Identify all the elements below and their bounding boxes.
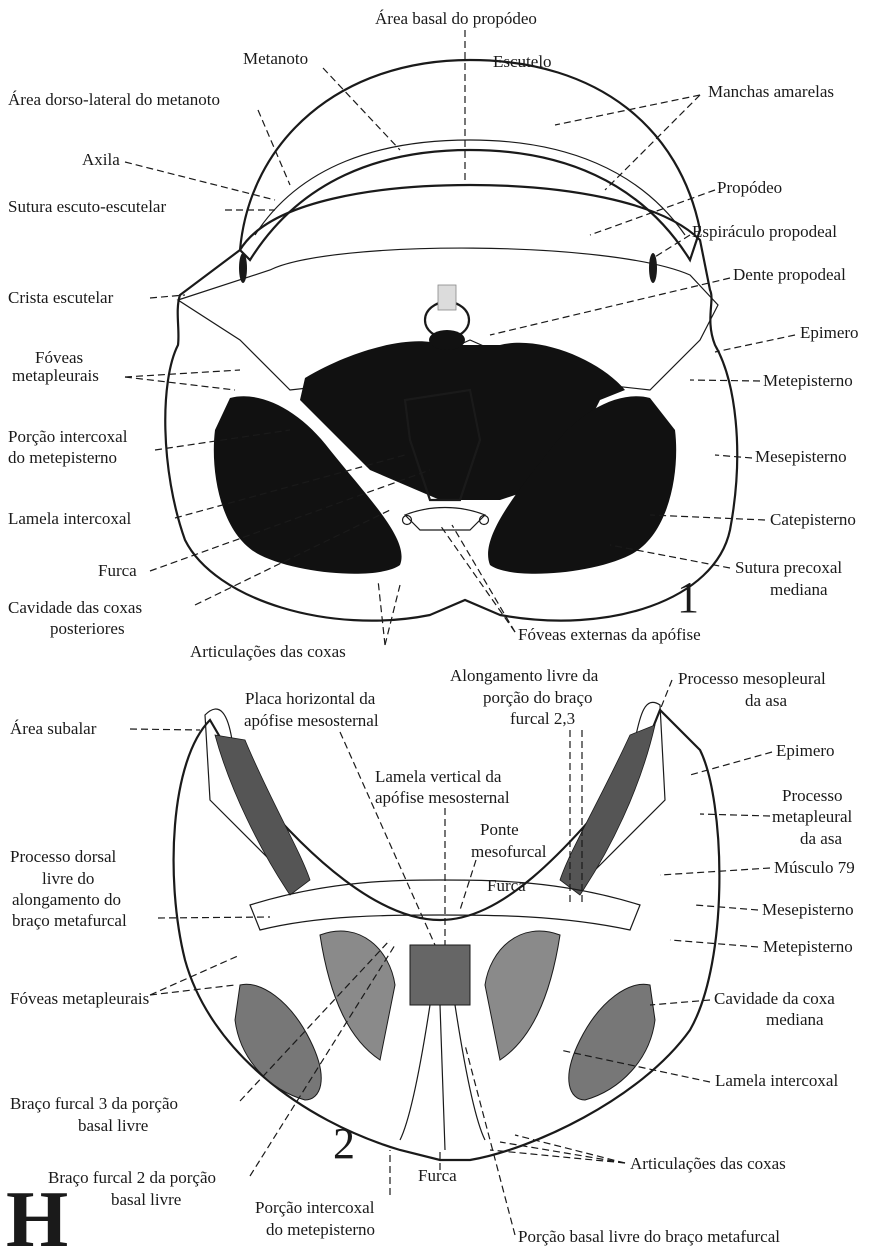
escutelo-dome (240, 60, 700, 260)
label-processo-meso-a: Processo mesopleural (678, 669, 826, 688)
label-processo-dorsal-d: braço metafurcal (12, 911, 127, 930)
label-processo-dorsal-c: alongamento do (12, 890, 121, 909)
label-braco3-b: basal livre (78, 1116, 148, 1135)
label-manchas-amarelas: Manchas amarelas (708, 82, 834, 101)
label-porcao-2b: do metepisterno (266, 1220, 375, 1239)
label-porcao-1b: do metepisterno (8, 448, 117, 467)
label-sutura-escuto: Sutura escuto-escutelar (8, 197, 166, 216)
label-propodeo: Propódeo (717, 178, 782, 197)
label-alongamento-a: Alongamento livre da (450, 666, 599, 685)
articulacao-right (480, 516, 489, 525)
furca-stem (400, 1005, 485, 1150)
label-mesepisterno-2: Mesepisterno (762, 900, 854, 919)
label-placa-a: Placa horizontal da (245, 689, 376, 708)
label-articulacoes-1: Articulações das coxas (190, 642, 346, 661)
dente-propodeal-stalk (438, 285, 456, 310)
label-furca-top: Furca (487, 876, 526, 895)
musculo-left (215, 735, 310, 895)
dente-propodeal-core (429, 330, 465, 350)
label-porcao-basal: Porção basal livre do braço metafurcal (518, 1227, 780, 1246)
label-musculo: Músculo 79 (774, 858, 855, 877)
figure-number-1: 1 (677, 573, 699, 622)
label-cavidade-1a: Cavidade das coxas (8, 598, 142, 617)
label-alongamento-c: furcal 2,3 (510, 709, 575, 728)
label-crista: Crista escutelar (8, 288, 114, 307)
label-placa-b: apófise mesosternal (244, 711, 379, 730)
label-processo-meta-b: metapleural (772, 807, 853, 826)
label-cavidade-2a: Cavidade da coxa (714, 989, 835, 1008)
label-processo-meso-b: da asa (745, 691, 787, 710)
label-catepisterno: Catepisterno (770, 510, 856, 529)
braco-furcal-left (320, 931, 395, 1060)
label-epimero-1: Epimero (800, 323, 859, 342)
label-foveas-externas: Fóveas externas da apófise (518, 625, 701, 644)
espiraculo-right (649, 253, 657, 283)
label-ponte-b: mesofurcal (471, 842, 547, 861)
label-foveas-1b: metapleurais (12, 366, 99, 385)
label-furca-1: Furca (98, 561, 137, 580)
cavidade-coxa-2-right (569, 984, 655, 1100)
label-porcao-2a: Porção intercoxal (255, 1198, 375, 1217)
lamela-1 (405, 508, 485, 531)
label-sutura-precoxal-a: Sutura precoxal (735, 558, 842, 577)
label-braco2-a: Braço furcal 2 da porção (48, 1168, 216, 1187)
label-foveas-2: Fóveas metapleurais (10, 989, 149, 1008)
label-processo-dorsal-a: Processo dorsal (10, 847, 117, 866)
label-cavidade-2b: mediana (766, 1010, 824, 1029)
musculo-right (560, 725, 655, 895)
figure-number-2: 2 (333, 1119, 355, 1168)
label-dente: Dente propodeal (733, 265, 846, 284)
label-cavidade-1b: posteriores (50, 619, 125, 638)
label-area-dorso-lateral: Área dorso-lateral do metanoto (8, 90, 220, 109)
braco-furcal-right (485, 931, 560, 1060)
label-metepisterno-1: Metepisterno (763, 371, 853, 390)
label-epimero-2: Epimero (776, 741, 835, 760)
label-lamela-vertical-a: Lamela vertical da (375, 767, 502, 786)
label-foveas-1a: Fóveas (35, 348, 83, 367)
label-metepisterno-2: Metepisterno (763, 937, 853, 956)
label-area-subalar: Área subalar (10, 719, 97, 738)
label-escutelo: Escutelo (493, 52, 552, 71)
label-processo-meta-c: da asa (800, 829, 842, 848)
label-alongamento-b: porção do braço (483, 688, 593, 707)
label-metanoto: Metanoto (243, 49, 308, 68)
plate-letter: H (6, 1176, 68, 1249)
espiraculo-left (239, 253, 247, 283)
label-sutura-precoxal-b: mediana (770, 580, 828, 599)
label-articulacoes-2: Articulações das coxas (630, 1154, 786, 1173)
label-furca-bottom: Furca (418, 1166, 457, 1185)
label-espiraculo: Espiráculo propodeal (692, 222, 837, 241)
label-processo-meta-a: Processo (782, 786, 842, 805)
label-braco2-b: basal livre (111, 1190, 181, 1209)
label-lamela-2: Lamela intercoxal (715, 1071, 838, 1090)
label-mesepisterno-1: Mesepisterno (755, 447, 847, 466)
label-ponte-a: Ponte (480, 820, 519, 839)
label-axila: Axila (82, 150, 120, 169)
label-porcao-1a: Porção intercoxal (8, 427, 128, 446)
label-lamela-1: Lamela intercoxal (8, 509, 131, 528)
lamela-vertical (410, 945, 470, 1005)
label-processo-dorsal-b: livre do (42, 869, 94, 888)
label-braco3-a: Braço furcal 3 da porção (10, 1094, 178, 1113)
label-lamela-vertical-b: apófise mesosternal (375, 788, 510, 807)
label-area-basal-propodeo: Área basal do propódeo (375, 9, 537, 28)
